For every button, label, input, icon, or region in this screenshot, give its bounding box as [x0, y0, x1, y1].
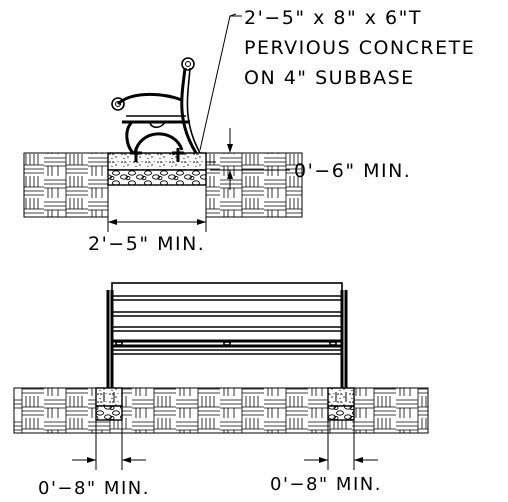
right-footing-subbase	[327, 405, 355, 421]
right-footing	[327, 387, 355, 407]
depth-dimension-label: 0'−6" MIN.	[294, 160, 411, 182]
bench-front-profile	[106, 282, 348, 388]
front-view	[13, 282, 429, 470]
callout-line-2: PERVIOUS CONCRETE	[244, 37, 475, 59]
callout-line-1: 2'−5" x 8" x 6"T	[244, 7, 422, 29]
right-footing-dimension-label: 0'−8" MIN.	[270, 474, 382, 495]
left-footing	[95, 387, 123, 407]
left-footing-subbase	[95, 405, 123, 421]
paving-right	[205, 152, 303, 218]
paving-front	[13, 387, 429, 434]
side-view	[23, 13, 303, 232]
width-dimension-label: 2'−5" MIN.	[88, 233, 205, 255]
callout-line-3: ON 4" SUBBASE	[244, 67, 415, 89]
left-footing-dimension-label: 0'−8" MIN.	[38, 478, 150, 499]
paving-left	[23, 152, 109, 218]
pervious-concrete-pad	[107, 152, 207, 171]
bench-side-profile	[111, 57, 201, 162]
subbase	[107, 169, 207, 186]
